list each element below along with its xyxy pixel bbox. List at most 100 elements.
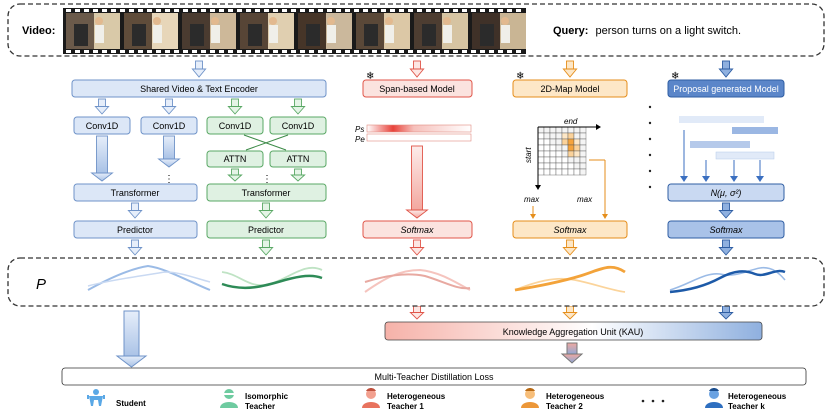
map-cell [579, 132, 587, 140]
down-arrow [191, 60, 207, 78]
film-perforation [264, 9, 269, 12]
span-distribution-curve [364, 268, 471, 293]
film-perforation [246, 9, 251, 12]
film-perforation [219, 9, 224, 12]
film-perforation [93, 50, 98, 53]
film-perforation [381, 50, 386, 53]
map-cell [561, 132, 569, 140]
query-label: Query: [553, 25, 588, 37]
conv1d-box-student-1 [73, 116, 131, 135]
vertical-ellipsis: ⋮ [164, 174, 174, 185]
proposal-model-box [667, 79, 785, 98]
video-frame [124, 13, 178, 49]
film-perforation [75, 50, 80, 53]
map-cell [567, 168, 575, 176]
map-cell [537, 156, 545, 164]
film-perforation [102, 50, 107, 53]
student-to-loss-arrow [115, 310, 148, 368]
p-label: P [36, 276, 46, 293]
conv1d-label: Conv1D [219, 121, 252, 131]
down-arrow [127, 239, 143, 256]
down-arrow [90, 135, 114, 182]
film-perforation [237, 50, 242, 53]
film-perforation [408, 9, 413, 12]
ellipsis-dot [648, 105, 652, 109]
film-perforation [201, 50, 206, 53]
film-perforation [336, 9, 341, 12]
frozen-snowflake-icon: ❄ [671, 71, 679, 82]
video-frame [66, 13, 120, 49]
film-perforation [318, 9, 323, 12]
map-cell [549, 150, 557, 158]
film-perforation [120, 9, 125, 12]
conv1d-box-iso-1 [206, 116, 264, 135]
film-perforation [327, 50, 332, 53]
film-perforation [345, 9, 350, 12]
film-perforation [327, 9, 332, 12]
map-cell [573, 162, 581, 170]
video-label: Video: [22, 25, 55, 37]
film-perforation [471, 9, 476, 12]
film-perforation [489, 9, 494, 12]
map-cell [579, 168, 587, 176]
film-perforation [462, 9, 467, 12]
map-cell [579, 150, 587, 158]
film-perforation [210, 50, 215, 53]
film-perforation [273, 9, 278, 12]
map-cell [555, 132, 563, 140]
max-arrow-head [530, 214, 536, 219]
kau-label: Knowledge Aggregation Unit (KAU) [503, 327, 644, 337]
map-cell [579, 156, 587, 164]
video-frame [356, 13, 410, 49]
film-perforation [498, 9, 503, 12]
ellipsis-dot [648, 153, 652, 157]
student-distribution-curve [87, 264, 211, 291]
start-axis-head [535, 185, 541, 190]
map-cell [549, 162, 557, 170]
pe-label: Pe [355, 135, 365, 144]
softmax-label: Softmax [553, 225, 587, 235]
film-perforation [183, 9, 188, 12]
map-cell [567, 156, 575, 164]
film-perforation [102, 9, 107, 12]
map-cell [567, 132, 575, 140]
film-perforation [84, 50, 89, 53]
film-perforation [165, 50, 170, 53]
film-perforation [372, 9, 377, 12]
film-perforation [75, 9, 80, 12]
film-perforation [255, 50, 260, 53]
film-perforation [390, 50, 395, 53]
attn-box-1 [206, 150, 264, 168]
film-perforation [246, 50, 251, 53]
map-cell [555, 168, 563, 176]
down-arrow [227, 168, 243, 182]
map-cell [579, 162, 587, 170]
transformer-label: Transformer [242, 188, 291, 198]
film-perforation [66, 9, 71, 12]
map-cell [537, 168, 545, 176]
map-cell [567, 144, 575, 152]
down-arrow [562, 239, 578, 256]
legend-ellipsis [641, 399, 665, 403]
query-text: person turns on a light switch. [596, 25, 742, 37]
attn-label: ATTN [287, 154, 310, 164]
map-cell [549, 132, 557, 140]
softmax-box-proposal [667, 220, 785, 239]
down-arrow [562, 305, 578, 320]
map-cell [567, 150, 575, 158]
span-model-box [362, 79, 473, 98]
down-arrow [227, 98, 243, 115]
map-cell [573, 138, 581, 146]
film-perforation [480, 9, 485, 12]
max-label-2: max [577, 195, 593, 204]
map-cell [561, 144, 569, 152]
distillation-loss-box [61, 367, 807, 386]
film-perforation [192, 50, 197, 53]
cross-attention-arrow [243, 134, 287, 151]
frozen-snowflake-icon: ❄ [366, 71, 374, 82]
map-cell [537, 150, 545, 158]
film-perforation [291, 50, 296, 53]
film-perforation [516, 50, 521, 53]
softmax-box-span [362, 220, 473, 239]
